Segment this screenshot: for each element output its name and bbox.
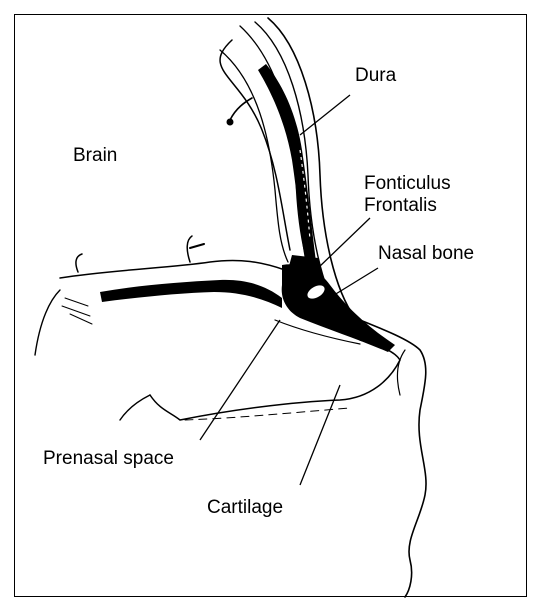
- vessel-top-node: [227, 119, 233, 125]
- nose-tip-inner: [398, 350, 405, 395]
- leader-cartilage: [300, 385, 340, 485]
- leader-dura: [300, 95, 350, 135]
- left-tissue-hatch-1: [65, 298, 88, 306]
- cartilage-outline: [150, 340, 400, 420]
- horizontal-dura-band: [100, 280, 282, 308]
- label-nasal-bone: Nasal bone: [378, 243, 474, 265]
- vessel-right: [187, 236, 192, 262]
- label-prenasal-space: Prenasal space: [43, 448, 174, 470]
- left-tissue-hatch-2: [62, 306, 90, 316]
- leader-fonticulus: [318, 218, 370, 268]
- vessel-left: [76, 254, 82, 272]
- cartilage-left-edge: [120, 395, 150, 420]
- left-tissue-edge: [35, 290, 60, 355]
- vessel-right-b: [190, 244, 204, 248]
- label-fonticulus-line2: Frontalis: [364, 195, 437, 217]
- label-dura: Dura: [355, 65, 396, 87]
- branch-line-upper: [60, 260, 285, 278]
- label-cartilage: Cartilage: [207, 497, 283, 519]
- label-fonticulus-line1: Fonticulus: [364, 173, 451, 195]
- leader-prenasal: [200, 320, 280, 440]
- vessel-top: [230, 98, 252, 120]
- brain-contour: [220, 40, 290, 250]
- nose-profile: [355, 318, 426, 597]
- label-brain: Brain: [73, 145, 117, 167]
